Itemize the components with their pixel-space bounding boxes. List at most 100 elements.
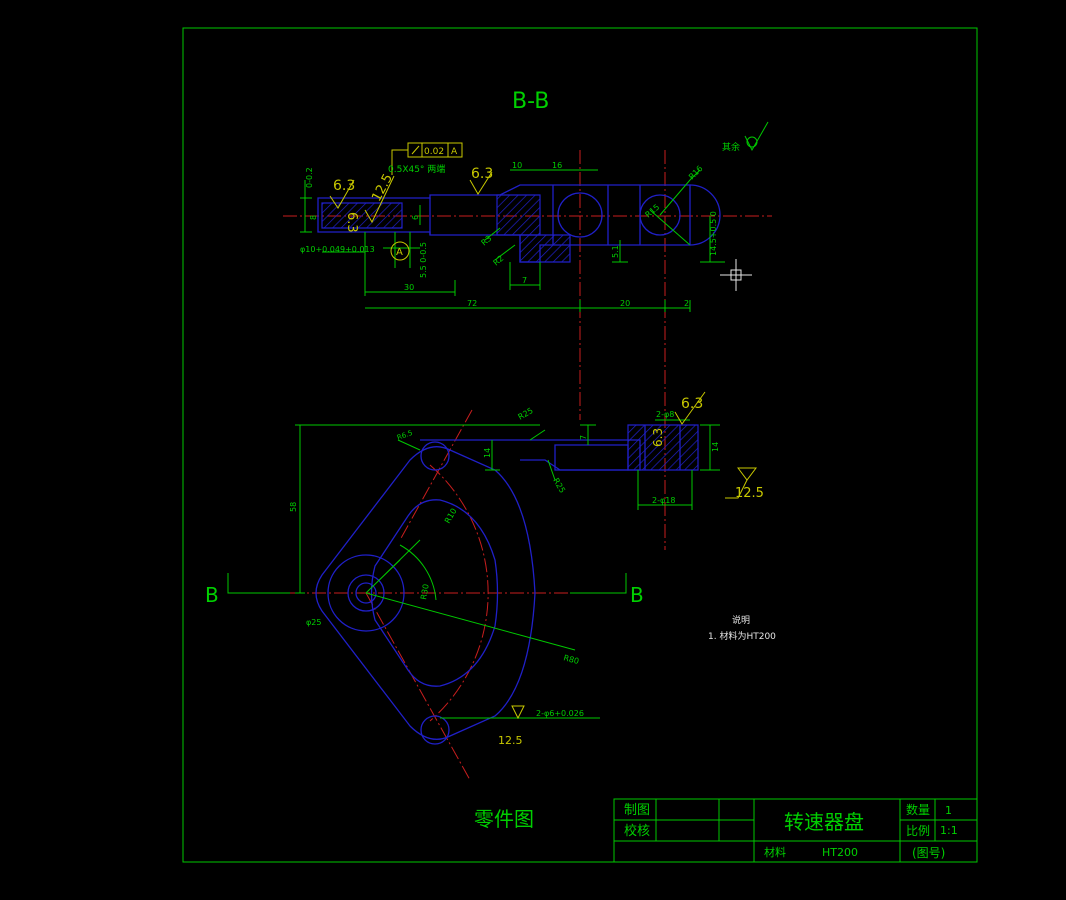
roughness-symbol-3	[469, 171, 493, 195]
drawing-number: (图号)	[912, 846, 945, 860]
roughness-rest-circle	[746, 136, 758, 148]
dim-7b: 7	[579, 435, 588, 440]
dim-chamfer: 0.5X45° 两端	[388, 163, 445, 175]
roughness-label-7: 12.5	[735, 486, 764, 501]
notes-heading: 说明	[732, 614, 750, 626]
roughness-symbol-7-leader	[725, 479, 748, 499]
drawn-label: 制图	[624, 803, 650, 818]
section-label-right: B	[630, 583, 644, 607]
dim-r2: R2	[492, 254, 506, 268]
scale-label: 比例	[906, 824, 930, 838]
dim-10: 10	[512, 161, 522, 170]
dim-r80: R80	[562, 653, 580, 666]
datum-circle	[390, 241, 410, 261]
section-label-left: B	[205, 583, 219, 607]
dim-2: 2	[684, 299, 689, 308]
pin-hole-bottom	[420, 715, 450, 745]
view-title: 零件图	[474, 807, 534, 831]
roughness-label-1: 6.3	[333, 178, 355, 194]
dim-leaders-r	[484, 227, 516, 261]
dim-line-72	[365, 300, 581, 312]
dim-2phi8: 2-φ8	[656, 410, 674, 419]
dim-72: 72	[467, 299, 477, 308]
section-round-end	[689, 184, 721, 246]
bore-circle-1	[557, 192, 603, 238]
dim-58: 58	[289, 502, 298, 512]
roughness-symbol-5	[674, 391, 706, 425]
dim-line-145	[700, 216, 725, 263]
dim-line-14a	[485, 440, 500, 471]
dim-2phi6: 2-φ6+0.026	[536, 709, 584, 718]
section-cut-line	[227, 573, 627, 594]
roughness-label-6: 6.3	[651, 428, 665, 447]
roughness-symbol-7	[737, 467, 757, 481]
dim-2phi18: 2-φ18	[652, 496, 675, 505]
tolerance-leader	[391, 149, 408, 175]
dim-7: 7	[522, 276, 527, 285]
roughness-rest-label: 其余	[722, 141, 740, 153]
dim-r30: R30	[419, 583, 431, 600]
dim-leader-55	[383, 232, 420, 268]
dim-16: 16	[552, 161, 562, 170]
dim-line-14b	[700, 424, 720, 471]
cursor-box	[730, 269, 742, 281]
dim-arc-r30	[399, 544, 437, 601]
side-view-outline	[554, 444, 629, 471]
title-block: 制图 校核 转速器盘 数量 1 比例 1:1 材料 HT200 (图号)	[613, 798, 978, 863]
side-view-bore	[644, 425, 681, 470]
roughness-symbol-1	[329, 179, 355, 209]
dim-line-left	[300, 180, 312, 233]
dim-line-51	[612, 240, 628, 263]
plan-outline	[315, 446, 536, 740]
dim-r25: R25	[517, 406, 535, 422]
dim-r10: R10	[443, 507, 459, 525]
dim-r3: R3	[480, 234, 494, 248]
cursor-crosshair	[720, 259, 752, 291]
roughness-label-5: 6.3	[681, 396, 703, 412]
dim-r65: R6.5	[396, 429, 414, 442]
dim-51: 5.1	[611, 245, 620, 258]
pin-hole-top	[420, 441, 450, 471]
part-name: 转速器盘	[784, 810, 864, 834]
qty-label: 数量	[906, 802, 930, 817]
dim-leader-r16	[659, 169, 701, 216]
tolerance-datum: A	[451, 147, 458, 157]
dim-line-7	[509, 262, 541, 290]
dim-tol-top: 0-0.2	[305, 167, 314, 188]
roughness-label-4: 6.3	[344, 212, 359, 233]
dim-leader-bore	[322, 232, 366, 292]
dim-line-7b	[580, 424, 596, 445]
dim-55: 5.5 0-0.5	[419, 242, 428, 278]
section-view: 0.02 A A 6.3 12.5 6.3 6.3 其余 0.5X45° 两端 …	[283, 121, 772, 550]
dim-leaders-radial	[365, 539, 576, 651]
roughness-label-3: 6.3	[471, 166, 493, 182]
dim-14a: 14	[483, 448, 492, 458]
dim-leader-r65	[397, 439, 421, 451]
plan-centerline-diag-2	[365, 592, 471, 781]
dim-20: 20	[620, 299, 630, 308]
hub-outer-circle	[327, 554, 405, 632]
hub-bore-circle	[355, 582, 377, 604]
scale-value: 1:1	[940, 824, 958, 837]
dim-leader-r15	[649, 209, 691, 246]
drawing-border	[182, 27, 978, 863]
dim-line-20	[580, 300, 691, 312]
dim-145: 14.5+0.5 0	[709, 211, 718, 256]
dim-phi25: φ25	[306, 618, 321, 627]
datum-marker: A	[396, 247, 403, 258]
dim-bore: φ10+0.049+0.013	[300, 245, 375, 254]
dim-leader-r25	[529, 429, 556, 481]
hatch-web	[496, 194, 541, 236]
roughness-symbol-2	[364, 175, 395, 224]
dim-8: 8	[309, 215, 318, 220]
plan-view: B B 6.3 6.3 12.5 12.5	[205, 391, 764, 781]
notes-line-1: 1. 材料为HT200	[708, 630, 776, 642]
dim-6: 6	[411, 215, 420, 220]
tolerance-value: 0.02	[424, 147, 444, 157]
dim-r25b: R25	[551, 477, 567, 495]
material-value: HT200	[822, 846, 858, 859]
roughness-symbol-8	[511, 705, 525, 720]
section-title: B-B	[512, 89, 549, 114]
dim-r16: R16	[687, 164, 705, 182]
